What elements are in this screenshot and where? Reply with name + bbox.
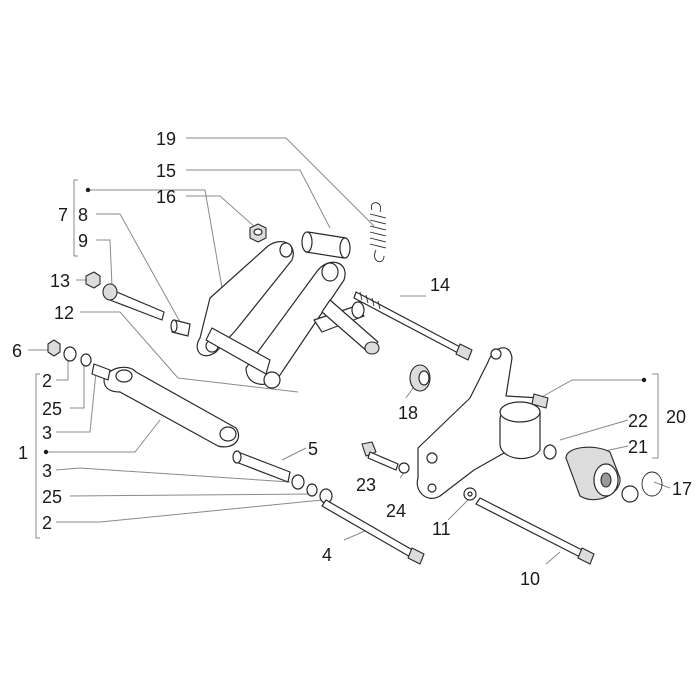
bushing-8 (170, 319, 191, 337)
leader-25a (70, 360, 85, 409)
bushing-22 (543, 444, 557, 460)
label-3-lower: 3 (42, 461, 52, 481)
pin-9 (102, 283, 165, 321)
label-13: 13 (50, 271, 70, 291)
leader-3b (55, 467, 291, 483)
bracket-7-9 (73, 179, 78, 257)
label-21: 21 (628, 437, 648, 457)
spacer-5 (232, 450, 333, 504)
label-25-lower: 25 (42, 487, 62, 507)
leader-11 (447, 497, 471, 521)
bolt-23 (361, 441, 410, 474)
leader-10 (545, 551, 561, 565)
bracket-1 (35, 373, 40, 539)
gear-18 (409, 364, 431, 392)
left-washers (47, 339, 111, 381)
label-5: 5 (308, 439, 318, 459)
label-16: 16 (156, 187, 176, 207)
label-18: 18 (398, 403, 418, 423)
leader-7 (88, 189, 223, 289)
leader-20 (539, 379, 642, 399)
leader-2b (56, 499, 323, 523)
label-2-upper: 2 (42, 371, 52, 391)
leader-3a (56, 371, 97, 433)
leader-2a (56, 356, 69, 381)
leader-1 (44, 419, 161, 453)
circlip-17 (641, 471, 663, 497)
label-25-upper: 25 (42, 399, 62, 419)
nut-16 (249, 223, 267, 243)
leader-lines (28, 137, 671, 565)
label-2-lower: 2 (42, 513, 52, 533)
label-7: 7 (58, 205, 68, 225)
leader-25b (69, 493, 311, 497)
bolt-14 (353, 291, 473, 361)
damper-21 (565, 446, 639, 503)
washer-11 (463, 487, 477, 501)
label-24: 24 (386, 501, 406, 521)
leader-22 (559, 419, 629, 441)
label-3-upper: 3 (42, 423, 52, 443)
label-10: 10 (520, 569, 540, 589)
leader-16 (186, 195, 257, 229)
bullet-7 (85, 187, 91, 193)
leader-15 (186, 169, 331, 229)
clamp-ring-20 (499, 393, 549, 460)
label-11: 11 (432, 519, 451, 539)
link-arm-assembly (196, 241, 380, 389)
sleeve-15 (301, 231, 351, 259)
label-22: 22 (628, 411, 648, 431)
label-6: 6 (12, 341, 22, 361)
label-20: 20 (666, 407, 686, 427)
label-23: 23 (356, 475, 376, 495)
label-12: 12 (54, 303, 74, 323)
leader-12 (80, 311, 299, 393)
part-labels: 19 15 16 7 8 9 13 12 14 6 2 25 3 1 3 25 … (12, 129, 692, 589)
brackets (35, 179, 659, 539)
bolt-10 (475, 497, 595, 565)
label-19: 19 (156, 129, 176, 149)
bolt-4 (321, 499, 425, 565)
spring-19 (369, 202, 387, 263)
bracket-20 (652, 373, 659, 459)
label-17: 17 (672, 479, 692, 499)
swing-arm-1 (103, 366, 240, 448)
label-1: 1 (18, 443, 28, 463)
label-4: 4 (322, 545, 332, 565)
leader-8 (96, 213, 181, 323)
label-14: 14 (430, 275, 450, 295)
bullet-1 (43, 449, 49, 455)
label-15: 15 (156, 161, 176, 181)
bullet-20 (641, 377, 647, 383)
nut-13 (85, 271, 101, 289)
leader-9 (96, 239, 113, 287)
leader-19 (186, 137, 375, 227)
label-9: 9 (78, 231, 88, 251)
label-8: 8 (78, 205, 88, 225)
leader-5 (281, 447, 307, 461)
